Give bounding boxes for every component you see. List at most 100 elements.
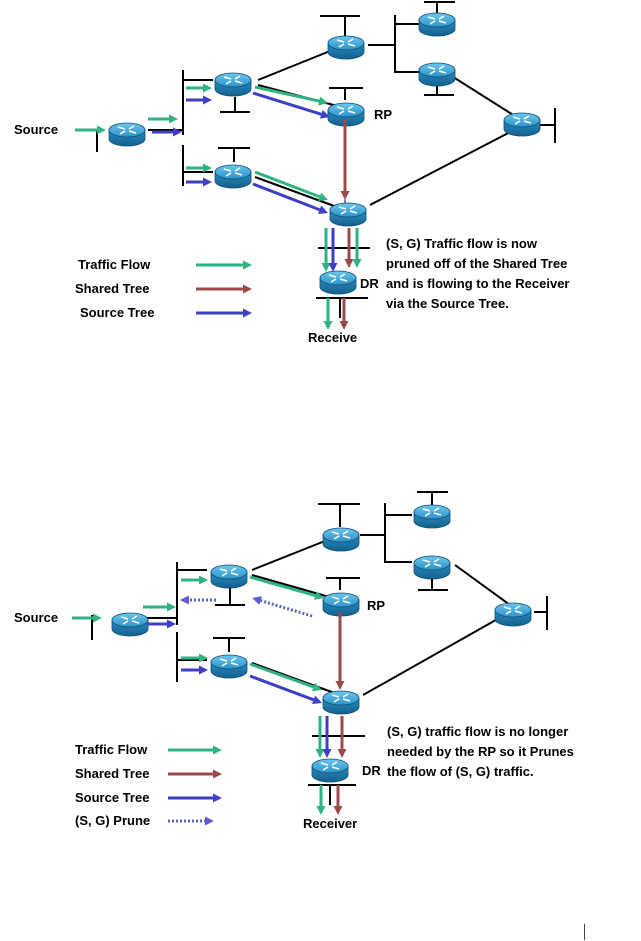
- router-glyph: [225, 80, 232, 85]
- router-rp: [322, 592, 360, 617]
- router-top: [418, 12, 456, 28]
- traffic-arrow: [186, 83, 212, 93]
- router-top: [322, 690, 360, 706]
- legend-shared-arrow: [196, 284, 252, 294]
- arrow-icon: [333, 806, 343, 815]
- arrow-icon: [252, 596, 262, 605]
- link-line: [254, 176, 346, 211]
- arrow-icon: [203, 83, 212, 93]
- arrow-icon: [316, 806, 326, 815]
- router-glyph: [320, 762, 329, 766]
- traffic-arrow: [186, 163, 212, 173]
- shared-tree-arrow: [335, 612, 345, 690]
- router-glyph: [342, 698, 351, 702]
- router-glyph: [514, 120, 521, 125]
- arrow-shaft: [252, 91, 322, 116]
- router-top: [327, 102, 365, 118]
- router-top: [322, 592, 360, 608]
- source-tree-arrow: [252, 91, 330, 119]
- top-caption-line: and is flowing to the Receiver: [386, 276, 570, 291]
- router-top: [108, 122, 146, 138]
- traffic-arrow: [316, 785, 326, 815]
- router-glyph: [342, 535, 351, 539]
- legend-source-arrow: [196, 308, 252, 318]
- router-r4b: [413, 555, 451, 580]
- bottom-legend-prune: (S, G) Prune: [75, 813, 151, 828]
- router-glyph: [429, 70, 436, 75]
- arrow-icon: [243, 260, 252, 270]
- router-r4b: [418, 62, 456, 87]
- arrow-shaft: [254, 85, 320, 103]
- legend-shared-arrow: [168, 769, 222, 779]
- arrow-icon: [322, 749, 332, 758]
- router-top: [503, 112, 541, 128]
- router-glyph: [234, 167, 241, 172]
- arrow-icon: [169, 114, 178, 124]
- traffic-arrow: [352, 228, 362, 268]
- router-glyph: [339, 273, 346, 278]
- source-tree-arrow: [249, 674, 322, 705]
- arrow-shaft: [252, 182, 321, 212]
- router-top: [329, 202, 367, 218]
- router-glyph: [336, 106, 345, 110]
- router-glyph: [331, 766, 340, 770]
- router-top: [413, 504, 451, 520]
- bottom-legend-shared-tree: Shared Tree: [75, 766, 150, 781]
- link-line: [449, 74, 519, 119]
- source-tree-arrow: [186, 95, 212, 105]
- top-caption-line: via the Source Tree.: [386, 296, 509, 311]
- shared-tree-arrow: [339, 298, 349, 330]
- top-caption: (S, G) Traffic flow is now pruned off of…: [386, 236, 569, 312]
- arrow-icon: [320, 110, 330, 119]
- arrow-shaft: [254, 170, 321, 199]
- router-glyph: [433, 563, 442, 567]
- router-r4: [413, 504, 451, 529]
- router-glyph: [342, 530, 349, 535]
- router-glyph: [234, 80, 243, 84]
- router-glyph: [122, 620, 129, 625]
- router-glyph: [331, 694, 340, 698]
- traffic-arrow: [254, 85, 328, 106]
- arrow-icon: [352, 259, 362, 268]
- router-glyph: [338, 206, 347, 210]
- router-glyph: [347, 38, 354, 43]
- router-r2: [214, 164, 252, 189]
- arrow-icon: [213, 745, 222, 755]
- router-glyph: [438, 70, 447, 74]
- router-glyph: [433, 558, 440, 563]
- router-top: [418, 62, 456, 78]
- bottom-receiver-label: Receiver: [303, 816, 358, 831]
- router-r1: [214, 72, 252, 97]
- link-line: [384, 503, 412, 563]
- router-upstream-dr: [329, 202, 367, 227]
- router-glyph: [230, 657, 237, 662]
- legend-prune-arrow: [168, 816, 214, 826]
- bottom-legend-traffic-flow: Traffic Flow: [75, 742, 148, 757]
- router-top: [210, 564, 248, 580]
- router-glyph: [433, 512, 442, 516]
- router-glyph: [349, 210, 358, 214]
- router-rp: [327, 102, 365, 127]
- arrow-icon: [199, 665, 208, 675]
- router-source: [111, 612, 149, 637]
- link-line: [251, 574, 341, 601]
- link-line: [251, 662, 341, 696]
- router-glyph: [230, 662, 239, 666]
- top-dr-label: DR: [360, 276, 379, 291]
- router-glyph: [234, 172, 243, 176]
- router-glyph: [347, 105, 354, 110]
- arrow-icon: [93, 613, 102, 623]
- bottom-caption-line: (S, G) traffic flow is no longer: [387, 724, 569, 739]
- arrow-icon: [318, 96, 328, 106]
- router-glyph: [514, 610, 523, 614]
- arrow-icon: [315, 749, 325, 758]
- arrow-shaft: [249, 575, 316, 597]
- router-glyph: [221, 662, 228, 667]
- bottom-source-label: Source: [14, 610, 59, 625]
- arrow-icon: [344, 259, 354, 268]
- router-glyph: [514, 605, 521, 610]
- router-glyph: [429, 20, 436, 25]
- source-tree-arrow: [186, 177, 212, 187]
- router-glyph: [223, 76, 232, 80]
